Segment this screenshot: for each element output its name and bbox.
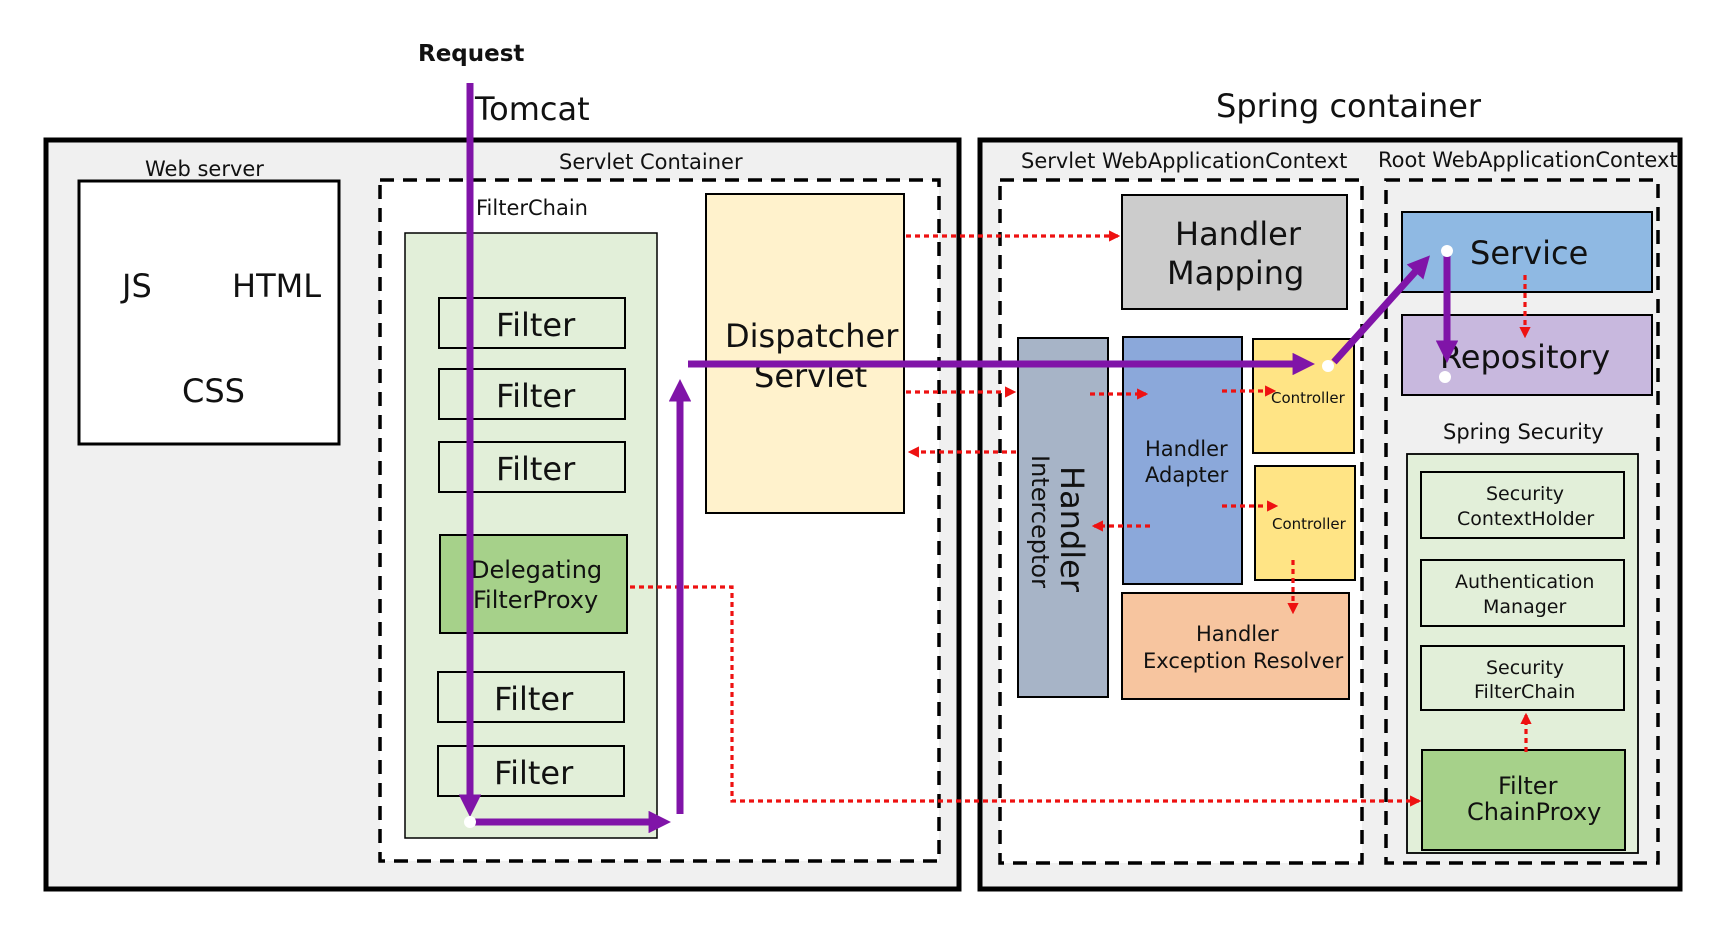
html-label: HTML: [232, 267, 321, 305]
handler-mapping-label-1: Handler: [1175, 215, 1302, 253]
flow-node-controller: [1322, 360, 1334, 372]
handler-adapter-box: [1122, 336, 1243, 585]
web-server-box: [77, 179, 341, 446]
controller-to-service-arrow: [1331, 255, 1430, 365]
filter-chainproxy-label-1: Filter: [1498, 772, 1558, 800]
handler-interceptor-label-2: Interceptor: [1026, 455, 1054, 588]
dispatcher-servlet-box: [705, 193, 905, 514]
spring-container-label: Spring container: [1216, 87, 1482, 125]
filter-chainproxy-label-2: ChainProxy: [1467, 798, 1601, 826]
security-contextholder-box: [1420, 471, 1625, 539]
web-server-label: Web server: [145, 157, 264, 181]
request-flow-arrows: [458, 83, 1459, 834]
security-context-label-2: ContextHolder: [1457, 508, 1594, 530]
css-label: CSS: [182, 372, 245, 410]
handler-adapter-label-2: Adapter: [1145, 463, 1229, 487]
auth-manager-label-1: Authentication: [1455, 571, 1594, 593]
delegating-label-2: FilterProxy: [473, 586, 598, 614]
service-label: Service: [1470, 234, 1588, 272]
exception-resolver-label-1: Handler: [1196, 622, 1279, 646]
handler-mapping-label-2: Mapping: [1167, 254, 1304, 292]
security-filterchain-label-1: Security: [1486, 657, 1564, 679]
request-label: Request: [418, 41, 524, 67]
security-filterchain-label-2: FilterChain: [1474, 681, 1575, 703]
exception-resolver-label-2: Exception Resolver: [1143, 649, 1344, 673]
flow-node-bottom: [464, 816, 476, 828]
handler-interceptor-box: [1017, 337, 1109, 698]
controller-label-2: Controller: [1272, 515, 1347, 533]
filter-chainproxy-box: [1421, 749, 1626, 851]
filter-label-5: Filter: [494, 754, 574, 792]
authentication-manager-box: [1420, 559, 1625, 627]
auth-manager-label-2: Manager: [1483, 596, 1566, 618]
flow-node-service: [1441, 245, 1453, 257]
handler-mapping-box: [1121, 194, 1348, 310]
handler-interceptor-label-1: Handler: [1053, 466, 1091, 593]
security-context-label-1: Security: [1486, 483, 1564, 505]
dotted-arrows: [630, 230, 1532, 807]
filter-label-4: Filter: [494, 680, 574, 718]
handler-adapter-label-1: Handler: [1145, 437, 1228, 461]
servlet-wac-label: Servlet WebApplicationContext: [1021, 149, 1347, 173]
filterchain-label: FilterChain: [476, 196, 588, 220]
delegating-to-filter-chainproxy-arrow: [630, 585, 1422, 807]
servlet-container-label: Servlet Container: [559, 150, 743, 174]
tomcat-label: Tomcat: [474, 90, 590, 128]
flow-node-repository: [1439, 371, 1451, 383]
root-wac-label: Root WebApplicationContext: [1378, 148, 1678, 172]
filter-label-3: Filter: [496, 450, 576, 488]
filter-label-2: Filter: [496, 377, 576, 415]
delegating-label-1: Delegating: [471, 556, 602, 584]
exception-resolver-box: [1121, 592, 1350, 700]
dispatcher-label-1: Dispatcher: [725, 317, 899, 355]
spring-security-label: Spring Security: [1443, 420, 1604, 444]
controller-box-2: [1254, 465, 1356, 581]
security-filterchain-box: [1420, 645, 1625, 711]
filter-label-1: Filter: [496, 306, 576, 344]
repository-label: Repository: [1440, 338, 1610, 376]
controller-label-1: Controller: [1271, 389, 1346, 407]
js-label: JS: [120, 267, 152, 305]
